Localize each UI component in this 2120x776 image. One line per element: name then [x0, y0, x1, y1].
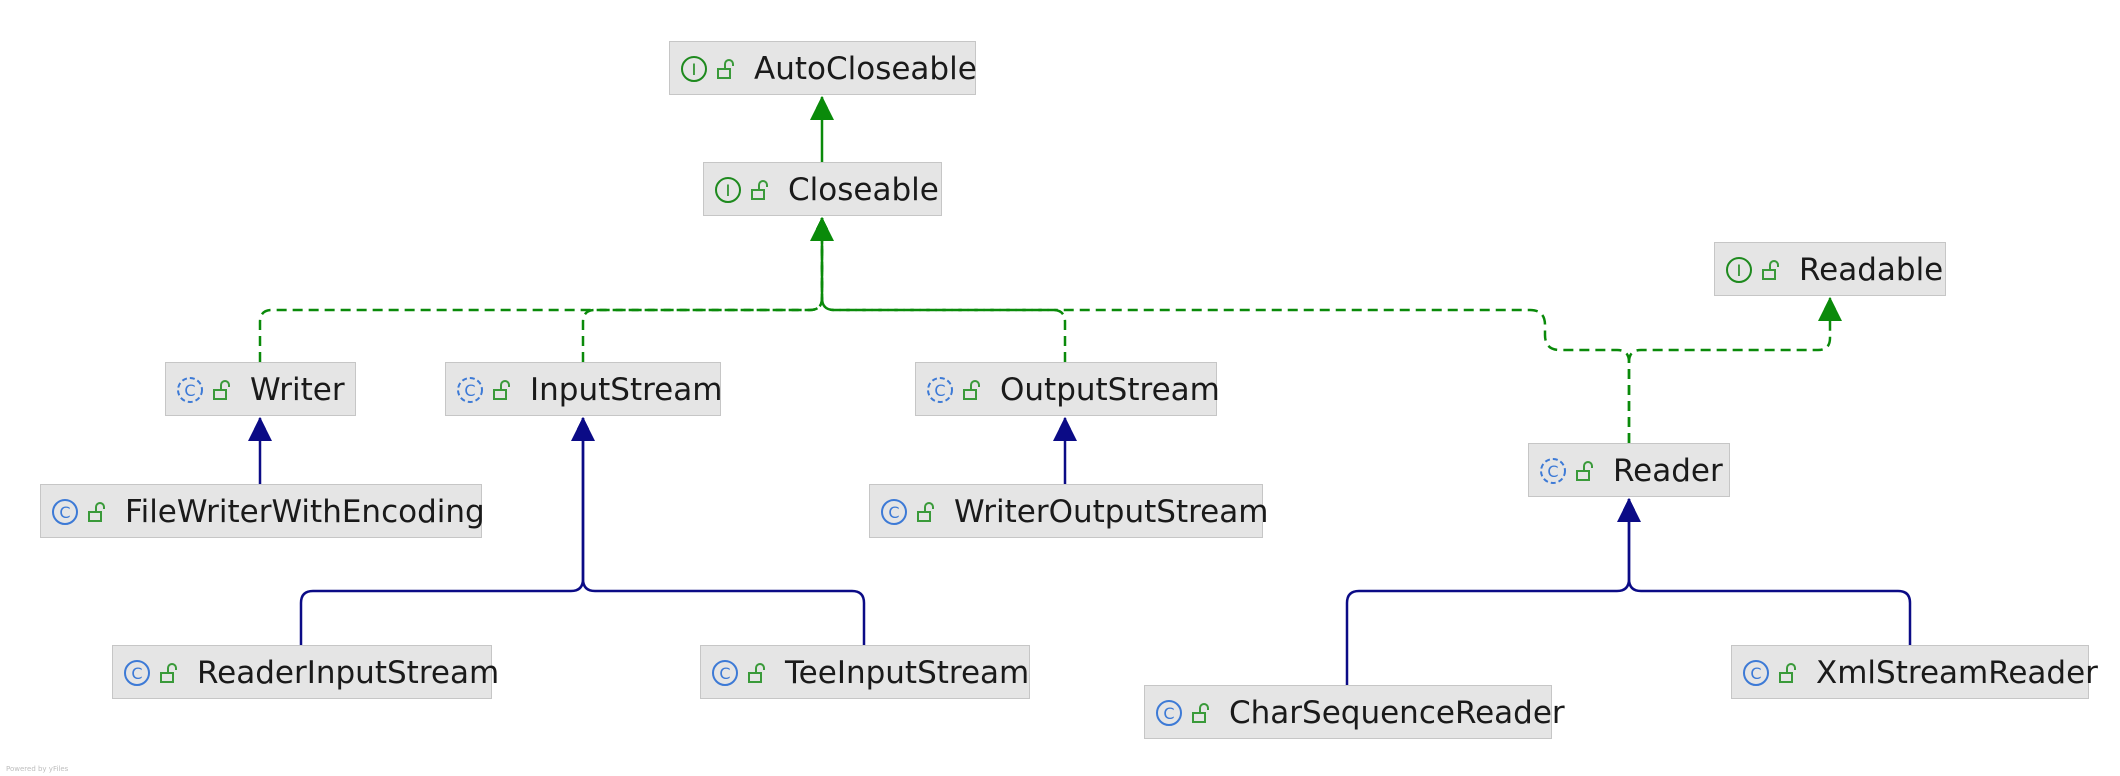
public-access-icon — [1761, 257, 1781, 283]
class-icon: C — [51, 498, 79, 526]
watermark: Powered by yFiles — [6, 765, 69, 773]
arrowhead-reader — [1617, 498, 1641, 522]
node-label: OutputStream — [1000, 372, 1220, 408]
edge-xmlstreamreader-to-reader — [1623, 498, 1912, 645]
node-teeinputstream[interactable]: C TeeInputStream — [700, 645, 1030, 699]
svg-text:C: C — [888, 503, 899, 522]
node-autocloseable[interactable]: I AutoCloseable — [669, 41, 977, 95]
class-icon: C — [1742, 659, 1770, 687]
node-outputstream[interactable]: C OutputStream — [915, 362, 1220, 416]
public-access-icon — [87, 499, 107, 525]
svg-text:C: C — [719, 664, 730, 683]
arrowhead-closeable — [810, 217, 834, 241]
interface-icon: I — [680, 55, 708, 83]
node-writeroutputstream[interactable]: C WriterOutputStream — [869, 484, 1268, 538]
node-readerinputstream[interactable]: C ReaderInputStream — [112, 645, 499, 699]
node-label: Readable — [1799, 252, 1944, 288]
node-label: AutoCloseable — [754, 51, 977, 87]
public-access-icon — [1191, 700, 1211, 726]
interface-icon: I — [714, 176, 742, 204]
svg-text:C: C — [934, 381, 945, 400]
node-label: ReaderInputStream — [197, 655, 500, 691]
public-access-icon — [716, 56, 736, 82]
public-access-icon — [962, 377, 982, 403]
node-closeable[interactable]: I Closeable — [703, 162, 942, 216]
edge-reader-to-closeable — [816, 217, 1631, 443]
edge-reader-to-readable — [1627, 297, 1836, 443]
arrowhead-writer — [248, 417, 272, 441]
node-readable[interactable]: I Readable — [1714, 242, 1946, 296]
node-label: TeeInputStream — [785, 655, 1030, 691]
node-label: Writer — [250, 372, 345, 408]
public-access-icon — [212, 377, 232, 403]
node-writer[interactable]: C Writer — [165, 362, 356, 416]
public-access-icon — [1575, 458, 1595, 484]
svg-text:C: C — [1750, 664, 1761, 683]
node-inputstream[interactable]: C InputStream — [445, 362, 723, 416]
public-access-icon — [747, 660, 767, 686]
node-label: Reader — [1613, 453, 1723, 489]
abstract-class-icon: C — [926, 376, 954, 404]
edge-outputstream-to-closeable — [816, 217, 1067, 362]
node-label: CharSequenceReader — [1229, 695, 1565, 731]
svg-text:C: C — [1547, 462, 1558, 481]
arrowhead-outputstream — [1053, 417, 1077, 441]
abstract-class-icon: C — [176, 376, 204, 404]
public-access-icon — [159, 660, 179, 686]
svg-text:C: C — [184, 381, 195, 400]
edge-inputstream-to-closeable — [581, 217, 828, 362]
class-icon: C — [880, 498, 908, 526]
svg-text:I: I — [1737, 261, 1742, 280]
abstract-class-icon: C — [1539, 457, 1567, 485]
svg-text:C: C — [1163, 704, 1174, 723]
node-label: InputStream — [530, 372, 723, 408]
public-access-icon — [1778, 660, 1798, 686]
node-reader[interactable]: C Reader — [1528, 443, 1730, 497]
node-label: FileWriterWithEncoding — [125, 494, 485, 530]
class-icon: C — [1155, 699, 1183, 727]
svg-text:I: I — [726, 181, 731, 200]
node-charsequencereader[interactable]: C CharSequenceReader — [1144, 685, 1565, 739]
interface-icon: I — [1725, 256, 1753, 284]
svg-text:I: I — [692, 60, 697, 79]
node-label: WriterOutputStream — [954, 494, 1269, 530]
edge-charsequencereader-to-reader — [1345, 498, 1635, 685]
svg-text:C: C — [464, 381, 475, 400]
public-access-icon — [916, 499, 936, 525]
node-filewriterwithencoding[interactable]: C FileWriterWithEncoding — [40, 484, 485, 538]
arrowhead-readable — [1818, 297, 1842, 321]
edge-writer-to-closeable — [258, 217, 828, 362]
arrowhead-autocloseable — [810, 96, 834, 120]
edge-teeinputstream-to-inputstream — [577, 417, 866, 645]
node-label: Closeable — [788, 172, 939, 208]
public-access-icon — [750, 177, 770, 203]
arrowhead-inputstream — [571, 417, 595, 441]
public-access-icon — [492, 377, 512, 403]
class-icon: C — [123, 659, 151, 687]
class-icon: C — [711, 659, 739, 687]
svg-text:C: C — [59, 503, 70, 522]
node-label: XmlStreamReader — [1816, 655, 2098, 691]
node-xmlstreamreader[interactable]: C XmlStreamReader — [1731, 645, 2098, 699]
abstract-class-icon: C — [456, 376, 484, 404]
svg-text:C: C — [131, 664, 142, 683]
